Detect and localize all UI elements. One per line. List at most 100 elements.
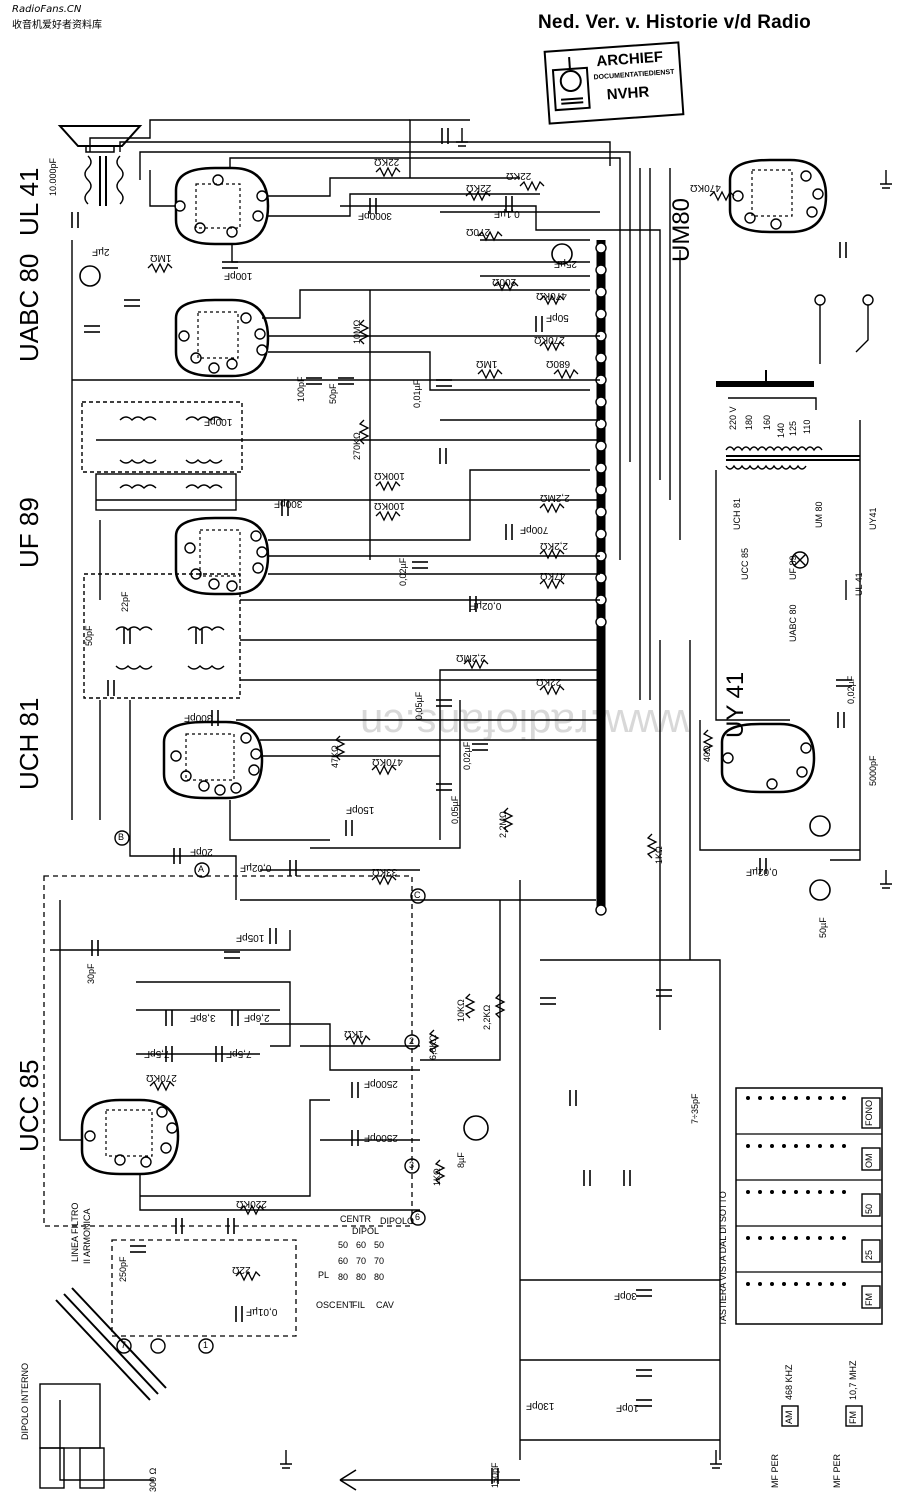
label-r11: 1MΩ	[476, 358, 498, 369]
power-transformer	[716, 294, 874, 600]
label-c41: 2500pF	[364, 1132, 398, 1143]
label-r29: 1KΩ	[654, 846, 664, 864]
label-r17: 2,2KΩ	[540, 540, 569, 551]
label-r34: 1KΩ	[432, 1168, 442, 1186]
label-r30: 270KΩ	[146, 1072, 177, 1083]
marker-b: B	[118, 832, 125, 842]
marker-3: 3	[409, 1160, 415, 1170]
label-r25: 33KΩ	[372, 866, 398, 877]
label-r2: 22KΩ	[466, 182, 492, 193]
radio-logo-icon	[551, 57, 591, 112]
label-r27: 6,8KΩ	[428, 1034, 438, 1060]
ucc-num-c3: 80	[338, 1272, 349, 1282]
ucc-note-dipolo: DIPOLO	[380, 1216, 415, 1226]
filter-enclosure	[111, 1239, 297, 1337]
label-c19: 0,02µF	[398, 557, 408, 586]
lower-wiring	[50, 420, 861, 1481]
label-r23: 470KΩ	[372, 756, 403, 767]
label-r22: 47KΩ	[540, 570, 566, 581]
label-r33: 22Ω	[232, 1264, 251, 1275]
label-c47: 0,01µF	[246, 1306, 278, 1317]
label-c31: 0,02µF	[240, 862, 272, 873]
label-c6: 25µF	[554, 258, 577, 269]
label-c12: 0,01µF	[412, 379, 422, 408]
mains-220: 220 V	[728, 406, 738, 430]
label-c9: 50pF	[546, 312, 569, 323]
label-c62: 30pF	[614, 1290, 637, 1301]
label-r21: 22KΩ	[536, 676, 562, 687]
marker-circles	[114, 830, 426, 1354]
ground-symbols	[280, 128, 892, 1469]
label-r18: 47KΩ	[330, 745, 340, 768]
ucc-note-fil: FIL	[352, 1300, 366, 1310]
label-c28: 0,05µF	[450, 795, 460, 824]
label-c27: 0,02µF	[462, 741, 472, 770]
speaker-icon	[57, 125, 143, 147]
if-legend-boxes	[781, 1405, 863, 1427]
label-r6: 1MΩ	[150, 252, 172, 263]
fil-ucc85: UCC 85	[740, 547, 750, 580]
fil-uy41: UY41	[868, 507, 878, 530]
label-r10: 270KΩ	[534, 334, 565, 345]
label-r32: 1KΩ	[344, 1028, 364, 1039]
label-c40: 2500pF	[364, 1078, 398, 1089]
archive-header: Ned. Ver. v. Historie v/d Radio	[538, 12, 811, 33]
label-c5: 100pF	[224, 270, 253, 281]
keyboard-rows	[736, 1133, 882, 1273]
label-r13: 270KΩ	[352, 432, 362, 460]
label-r4: 470KΩ	[690, 182, 721, 193]
ucc-num-c1: 50	[338, 1240, 349, 1250]
label-c16: 300pF	[274, 498, 303, 509]
label-r28: 2,2KΩ	[482, 1004, 492, 1030]
label-c33: 30pF	[86, 963, 96, 984]
label-c18: 700pF	[520, 524, 549, 535]
label-c35: 3,8pF	[190, 1012, 216, 1023]
label-c20: 0,02µF	[470, 600, 502, 611]
fil-uabc80: UABC 80	[788, 604, 798, 642]
ucc-num-a1: 50	[374, 1240, 385, 1250]
label-c42: 8µF	[456, 1152, 466, 1168]
label-c3: 0,1µF	[494, 208, 520, 219]
keyboard-title: TASTIERA VISTA DAL DI SOTTO	[718, 1191, 728, 1326]
ucc-note-ent: ENT	[336, 1300, 354, 1310]
ucc-num-c2: 60	[338, 1256, 349, 1266]
label-c45: 250pF	[118, 1256, 128, 1282]
label-c65: 130pF	[526, 1400, 555, 1411]
electrolytic-caps	[79, 243, 831, 1141]
label-r5: 270Ω	[466, 226, 491, 237]
fil-um80: UM 80	[814, 501, 824, 528]
ucc-note-header-2: CENTR	[340, 1214, 371, 1224]
label-c22: 22pF	[120, 591, 130, 612]
label-r1: 22KΩ	[374, 156, 400, 167]
tube-pins	[84, 170, 824, 1168]
ucc-note-header-1: PL	[318, 1270, 330, 1280]
label-c10: 100pF	[296, 376, 306, 402]
label-c25: 300pF	[184, 712, 213, 723]
ucc-num-a2: 70	[374, 1256, 385, 1266]
label-c1: 10.000pF	[48, 157, 58, 196]
ucc-note-header-3: DIPOL	[352, 1226, 380, 1236]
label-c52: 50µF	[818, 917, 828, 938]
if-fm-value: 10,7 MHZ	[848, 1360, 858, 1400]
watermark-cn: 收音机爱好者资料库	[12, 20, 102, 31]
label-c51: 0,02µF	[746, 866, 778, 877]
fil-ul41: UL 41	[854, 572, 864, 596]
mains-180: 180	[744, 414, 754, 430]
label-r3: 22KΩ	[506, 170, 532, 181]
resistors	[147, 166, 735, 1282]
label-c57: 7÷35pF	[690, 1093, 700, 1124]
label-r20: 2,2MΩ	[456, 652, 486, 663]
label-r35: 40Ω	[702, 745, 712, 762]
fil-uch81: UCH 81	[732, 497, 742, 530]
marker-2: 2	[409, 1036, 415, 1046]
ucc-num-b1: 60	[356, 1240, 367, 1250]
filter-line-label: LINEA FILTRO	[70, 1202, 80, 1262]
ucc-num-b2: 70	[356, 1256, 367, 1266]
watermark-site: RadioFans.CN	[12, 4, 82, 15]
dipole-label: DIPOLO INTERNO	[20, 1362, 30, 1440]
key-om: OM	[864, 1153, 874, 1169]
marker-7: 7	[121, 1340, 127, 1350]
label-c26: 0,05µF	[414, 691, 424, 720]
marker-c: C	[414, 890, 421, 900]
